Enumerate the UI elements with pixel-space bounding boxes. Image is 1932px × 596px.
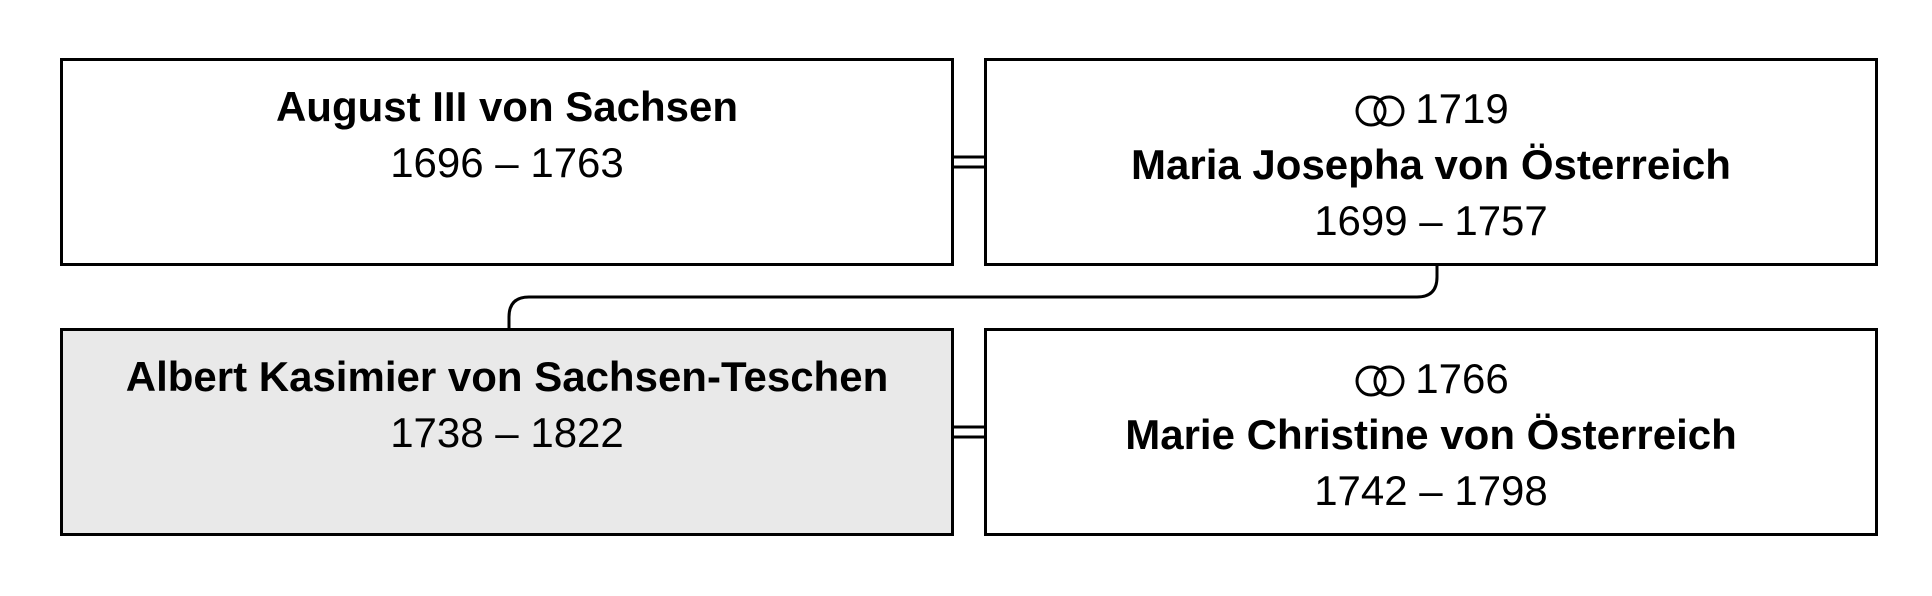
marriage-info: 1719 (987, 81, 1875, 137)
person-dates: 1699 – 1757 (1314, 197, 1548, 244)
marriage-info: 1766 (987, 351, 1875, 407)
person-dates: 1738 – 1822 (390, 409, 624, 456)
person-dates: 1742 – 1798 (1314, 467, 1548, 514)
person-box-august[interactable]: August III von Sachsen 1696 – 1763 (60, 58, 954, 266)
person-name: August III von Sachsen (275, 83, 739, 130)
marriage-connector-1766 (954, 425, 984, 439)
person-box-albert[interactable]: Albert Kasimier von Sachsen-Teschen 1738… (60, 328, 954, 536)
marriage-year: 1766 (1415, 355, 1509, 402)
marriage-year: 1719 (1415, 85, 1509, 132)
person-name: Albert Kasimier von Sachsen-Teschen (125, 353, 889, 400)
person-box-marie-christine[interactable]: 1766 Marie Christine von Österreich 1742… (984, 328, 1878, 536)
wedding-rings-icon (1355, 95, 1405, 127)
descent-connector (507, 266, 1439, 328)
wedding-rings-icon (1355, 365, 1405, 397)
marriage-connector-1719 (954, 155, 984, 169)
person-dates: 1696 – 1763 (390, 139, 624, 186)
person-box-maria-josepha[interactable]: 1719 Maria Josepha von Österreich 1699 –… (984, 58, 1878, 266)
person-name: Maria Josepha von Österreich (1131, 141, 1731, 188)
person-name: Marie Christine von Österreich (1125, 411, 1737, 458)
